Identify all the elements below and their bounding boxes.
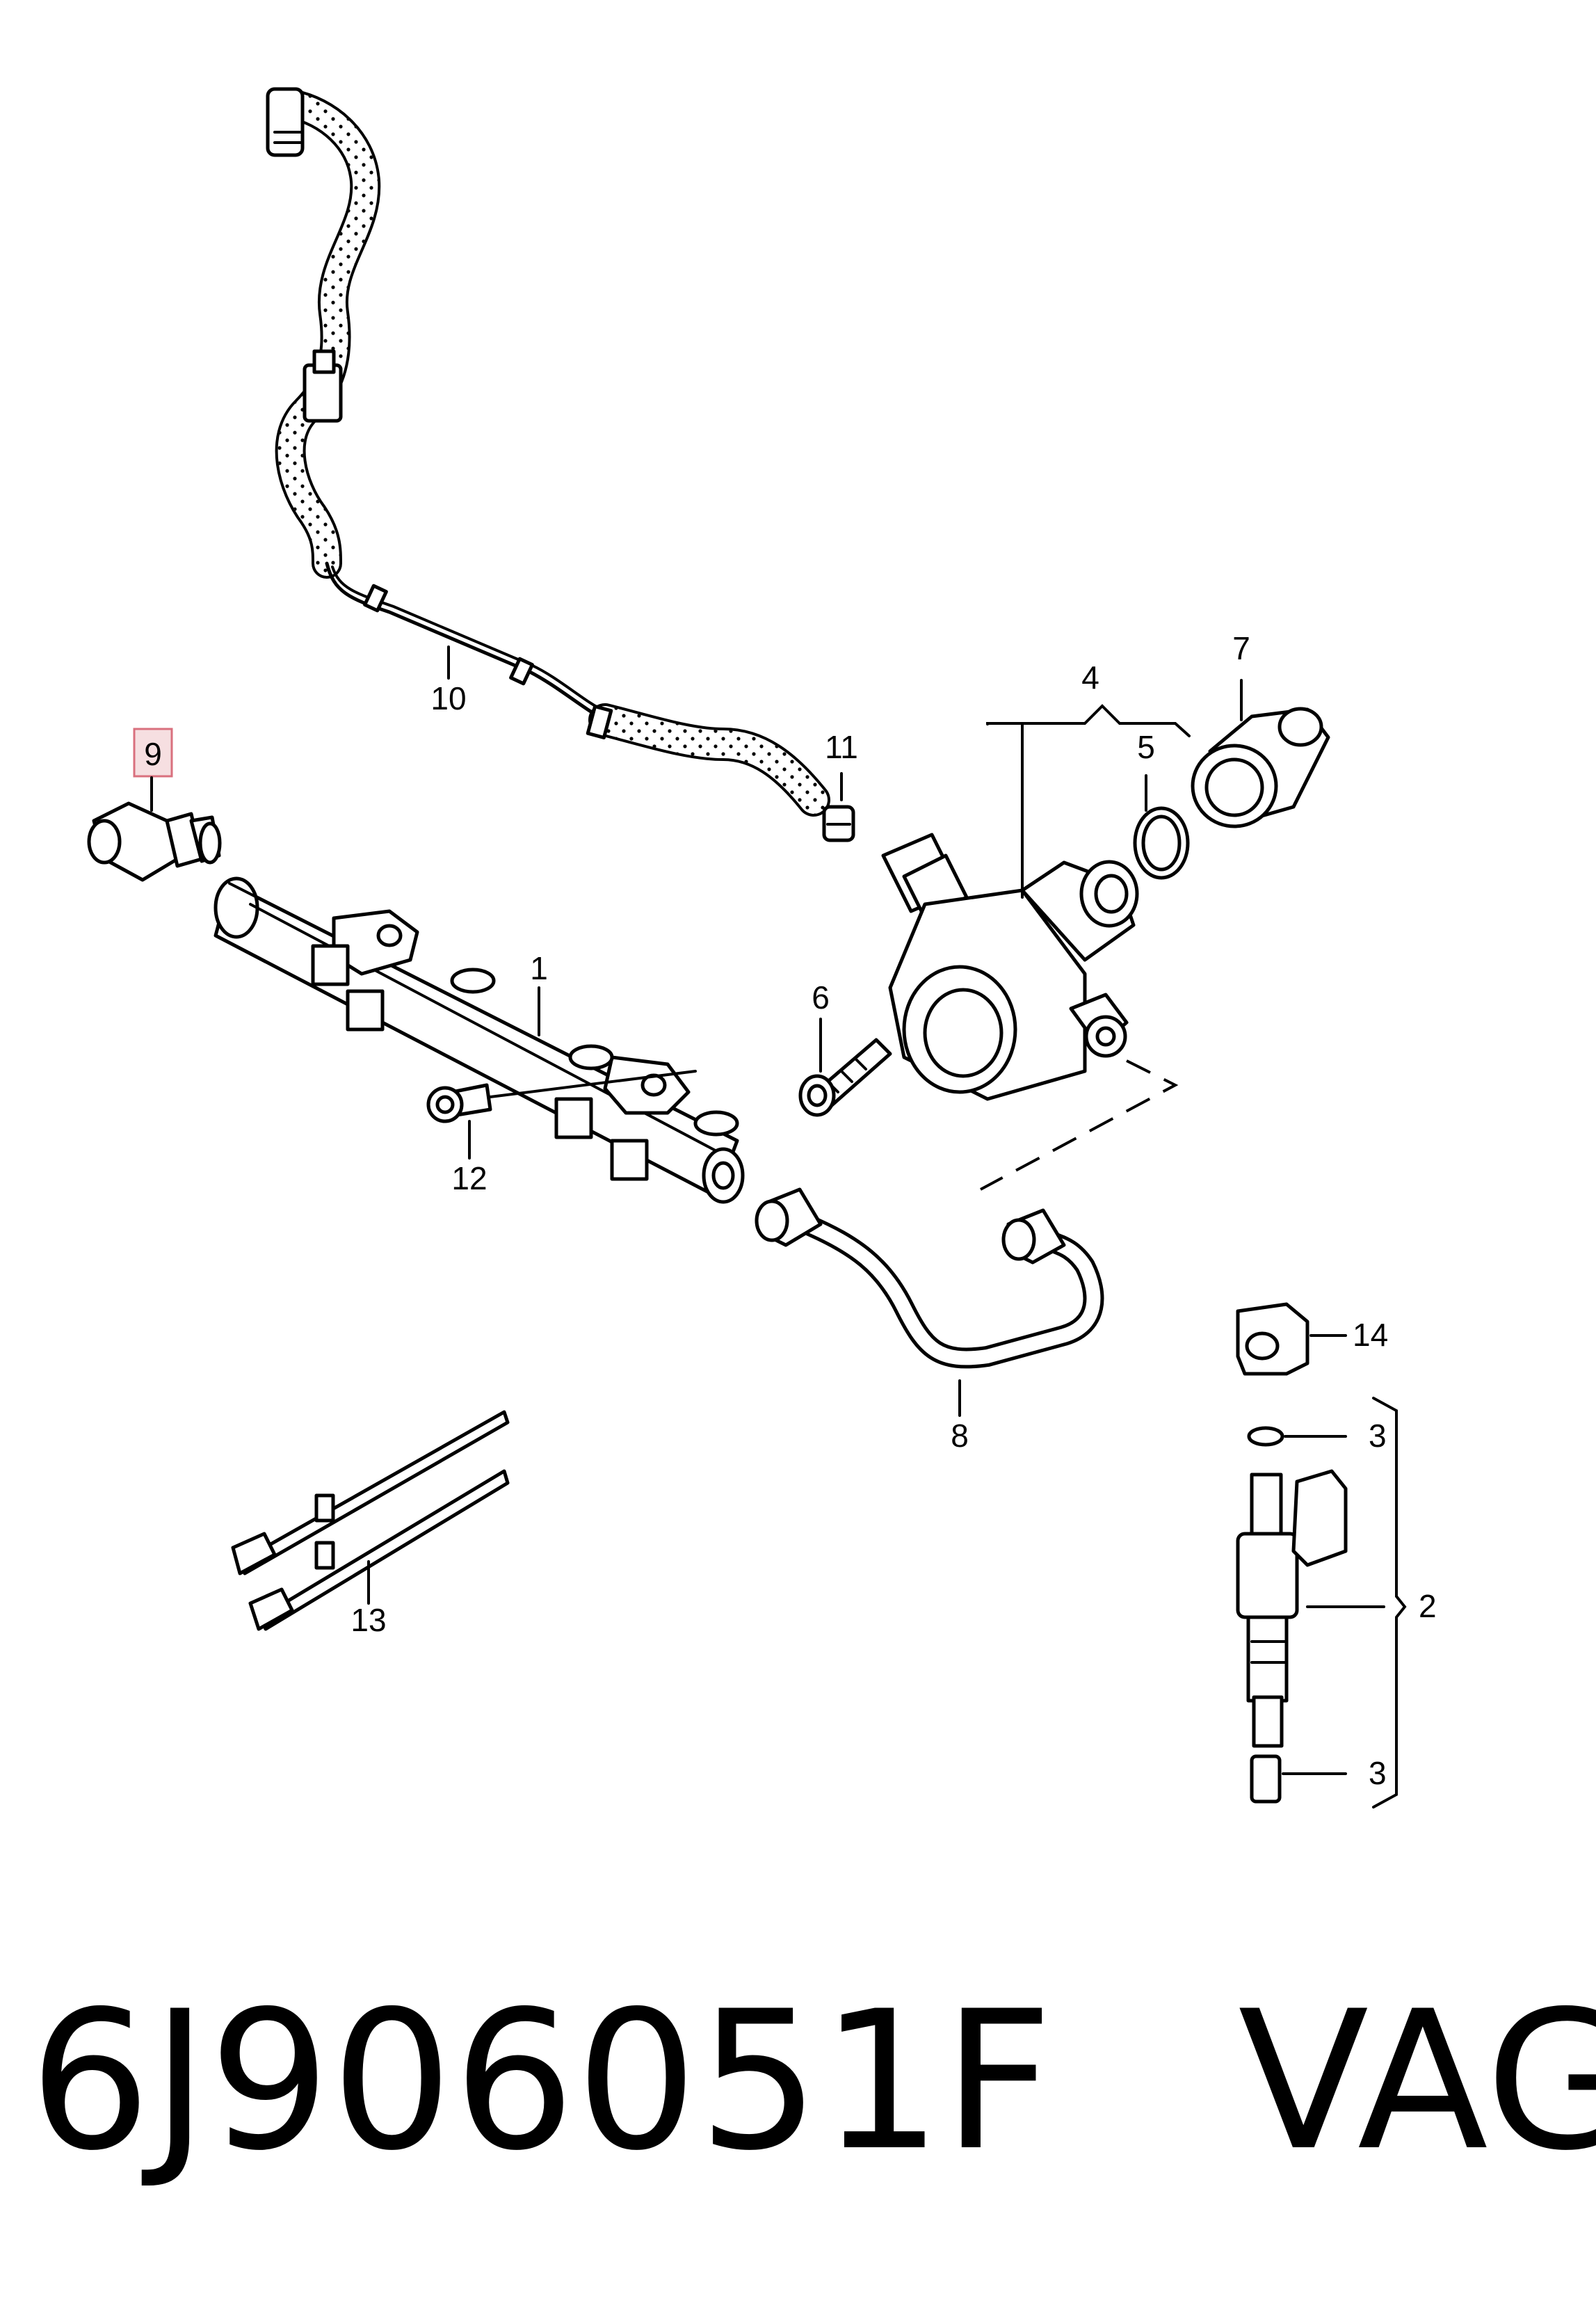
fuel-rail-part-1 (213, 876, 745, 1204)
bracket-2 (1372, 1397, 1407, 1808)
fuel-pressure-sensor-part-9 (87, 801, 222, 882)
bolt-part-6 (798, 1038, 892, 1117)
callout-9-highlight (133, 728, 173, 778)
callout-4: 4 (1081, 659, 1099, 696)
callout-10: 10 (430, 680, 466, 716)
high-pressure-pump-part-4 (881, 833, 1139, 1101)
seal-ring-lower-part-3 (1250, 1754, 1282, 1804)
bracket-4 (986, 704, 1191, 737)
bolt-part-12 (426, 1070, 697, 1123)
seal-ring-upper-part-3 (1247, 1426, 1284, 1447)
high-pressure-line-part-8 (755, 1187, 1104, 1369)
callout-1: 1 (530, 950, 548, 986)
hose-clamp-part-11 (822, 805, 855, 842)
callout-7: 7 (1232, 630, 1250, 666)
callout-3-upper: 3 (1369, 1418, 1387, 1454)
fuel-injector-part-2 (1236, 1469, 1348, 1748)
callout-11: 11 (825, 729, 858, 765)
roller-tappet-part-7 (1191, 707, 1330, 828)
callout-3-lower: 3 (1369, 1755, 1387, 1791)
fuel-hose-part-10 (266, 87, 830, 817)
dashed-assembly-line (980, 1059, 1179, 1191)
callout-5: 5 (1137, 729, 1155, 765)
callout-2: 2 (1419, 1588, 1437, 1624)
callout-6: 6 (812, 979, 830, 1016)
callout-14: 14 (1353, 1317, 1388, 1353)
cable-ties-part-13 (231, 1410, 510, 1631)
callout-8: 8 (951, 1418, 969, 1454)
clip-part-14 (1236, 1302, 1309, 1376)
callout-12: 12 (451, 1160, 487, 1196)
callout-13: 13 (350, 1602, 386, 1638)
part-number-caption: 6J906051F VAG (29, 1970, 1596, 2192)
callout-9: 9 (144, 736, 162, 772)
